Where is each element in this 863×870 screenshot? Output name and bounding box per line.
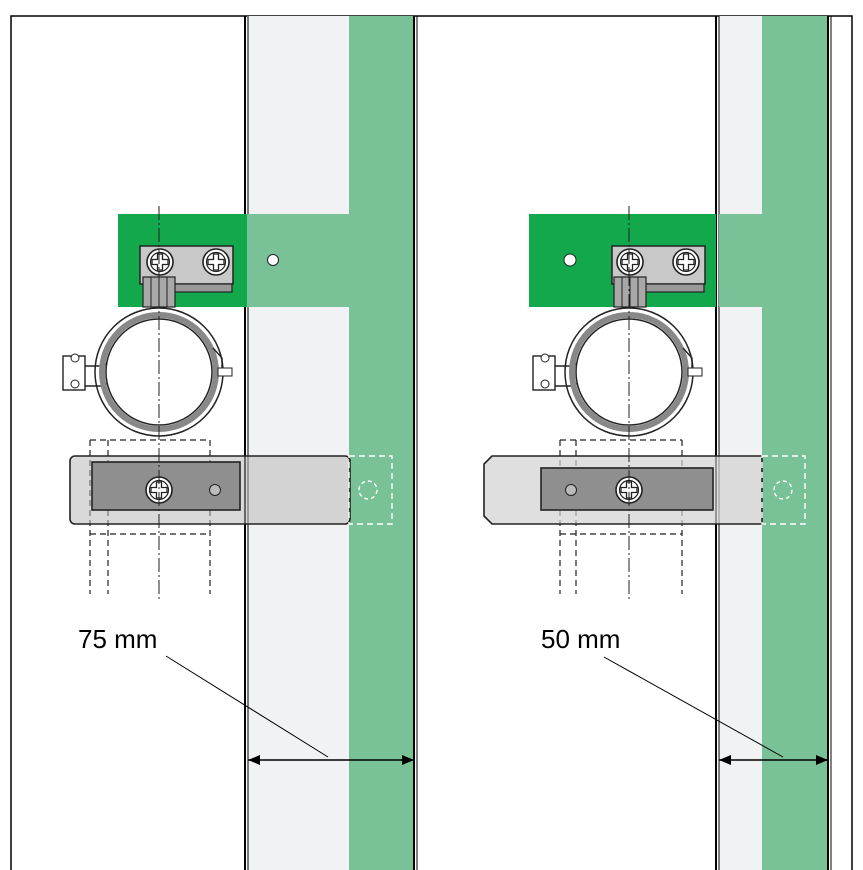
right-lower-clip — [483, 455, 806, 525]
left-leader-line — [165, 655, 329, 758]
left-assembly: 75 mm — [62, 16, 418, 870]
right-dimension-label: 50 mm — [541, 624, 620, 654]
diagram-frame — [10, 15, 853, 870]
right-assembly: 50 mm — [483, 16, 832, 870]
left-top-screw-2-icon — [202, 248, 230, 276]
left-bracket-extension — [247, 214, 349, 307]
left-rail — [349, 16, 414, 870]
right-bracket-hole — [563, 253, 577, 267]
left-panel — [247, 16, 349, 870]
left-dimension-label: 75 mm — [78, 624, 157, 654]
right-rail — [762, 16, 828, 870]
right-top-screw-1-icon — [616, 248, 644, 276]
left-top-screw-1-icon — [146, 248, 174, 276]
right-leader-line — [603, 656, 784, 758]
left-lower-clip — [69, 455, 393, 525]
right-pipe-clamp — [532, 307, 703, 437]
right-panel — [719, 16, 762, 870]
left-bracket-hole — [267, 254, 279, 266]
right-top-screw-2-icon — [672, 248, 700, 276]
right-bracket-extension — [719, 214, 762, 307]
